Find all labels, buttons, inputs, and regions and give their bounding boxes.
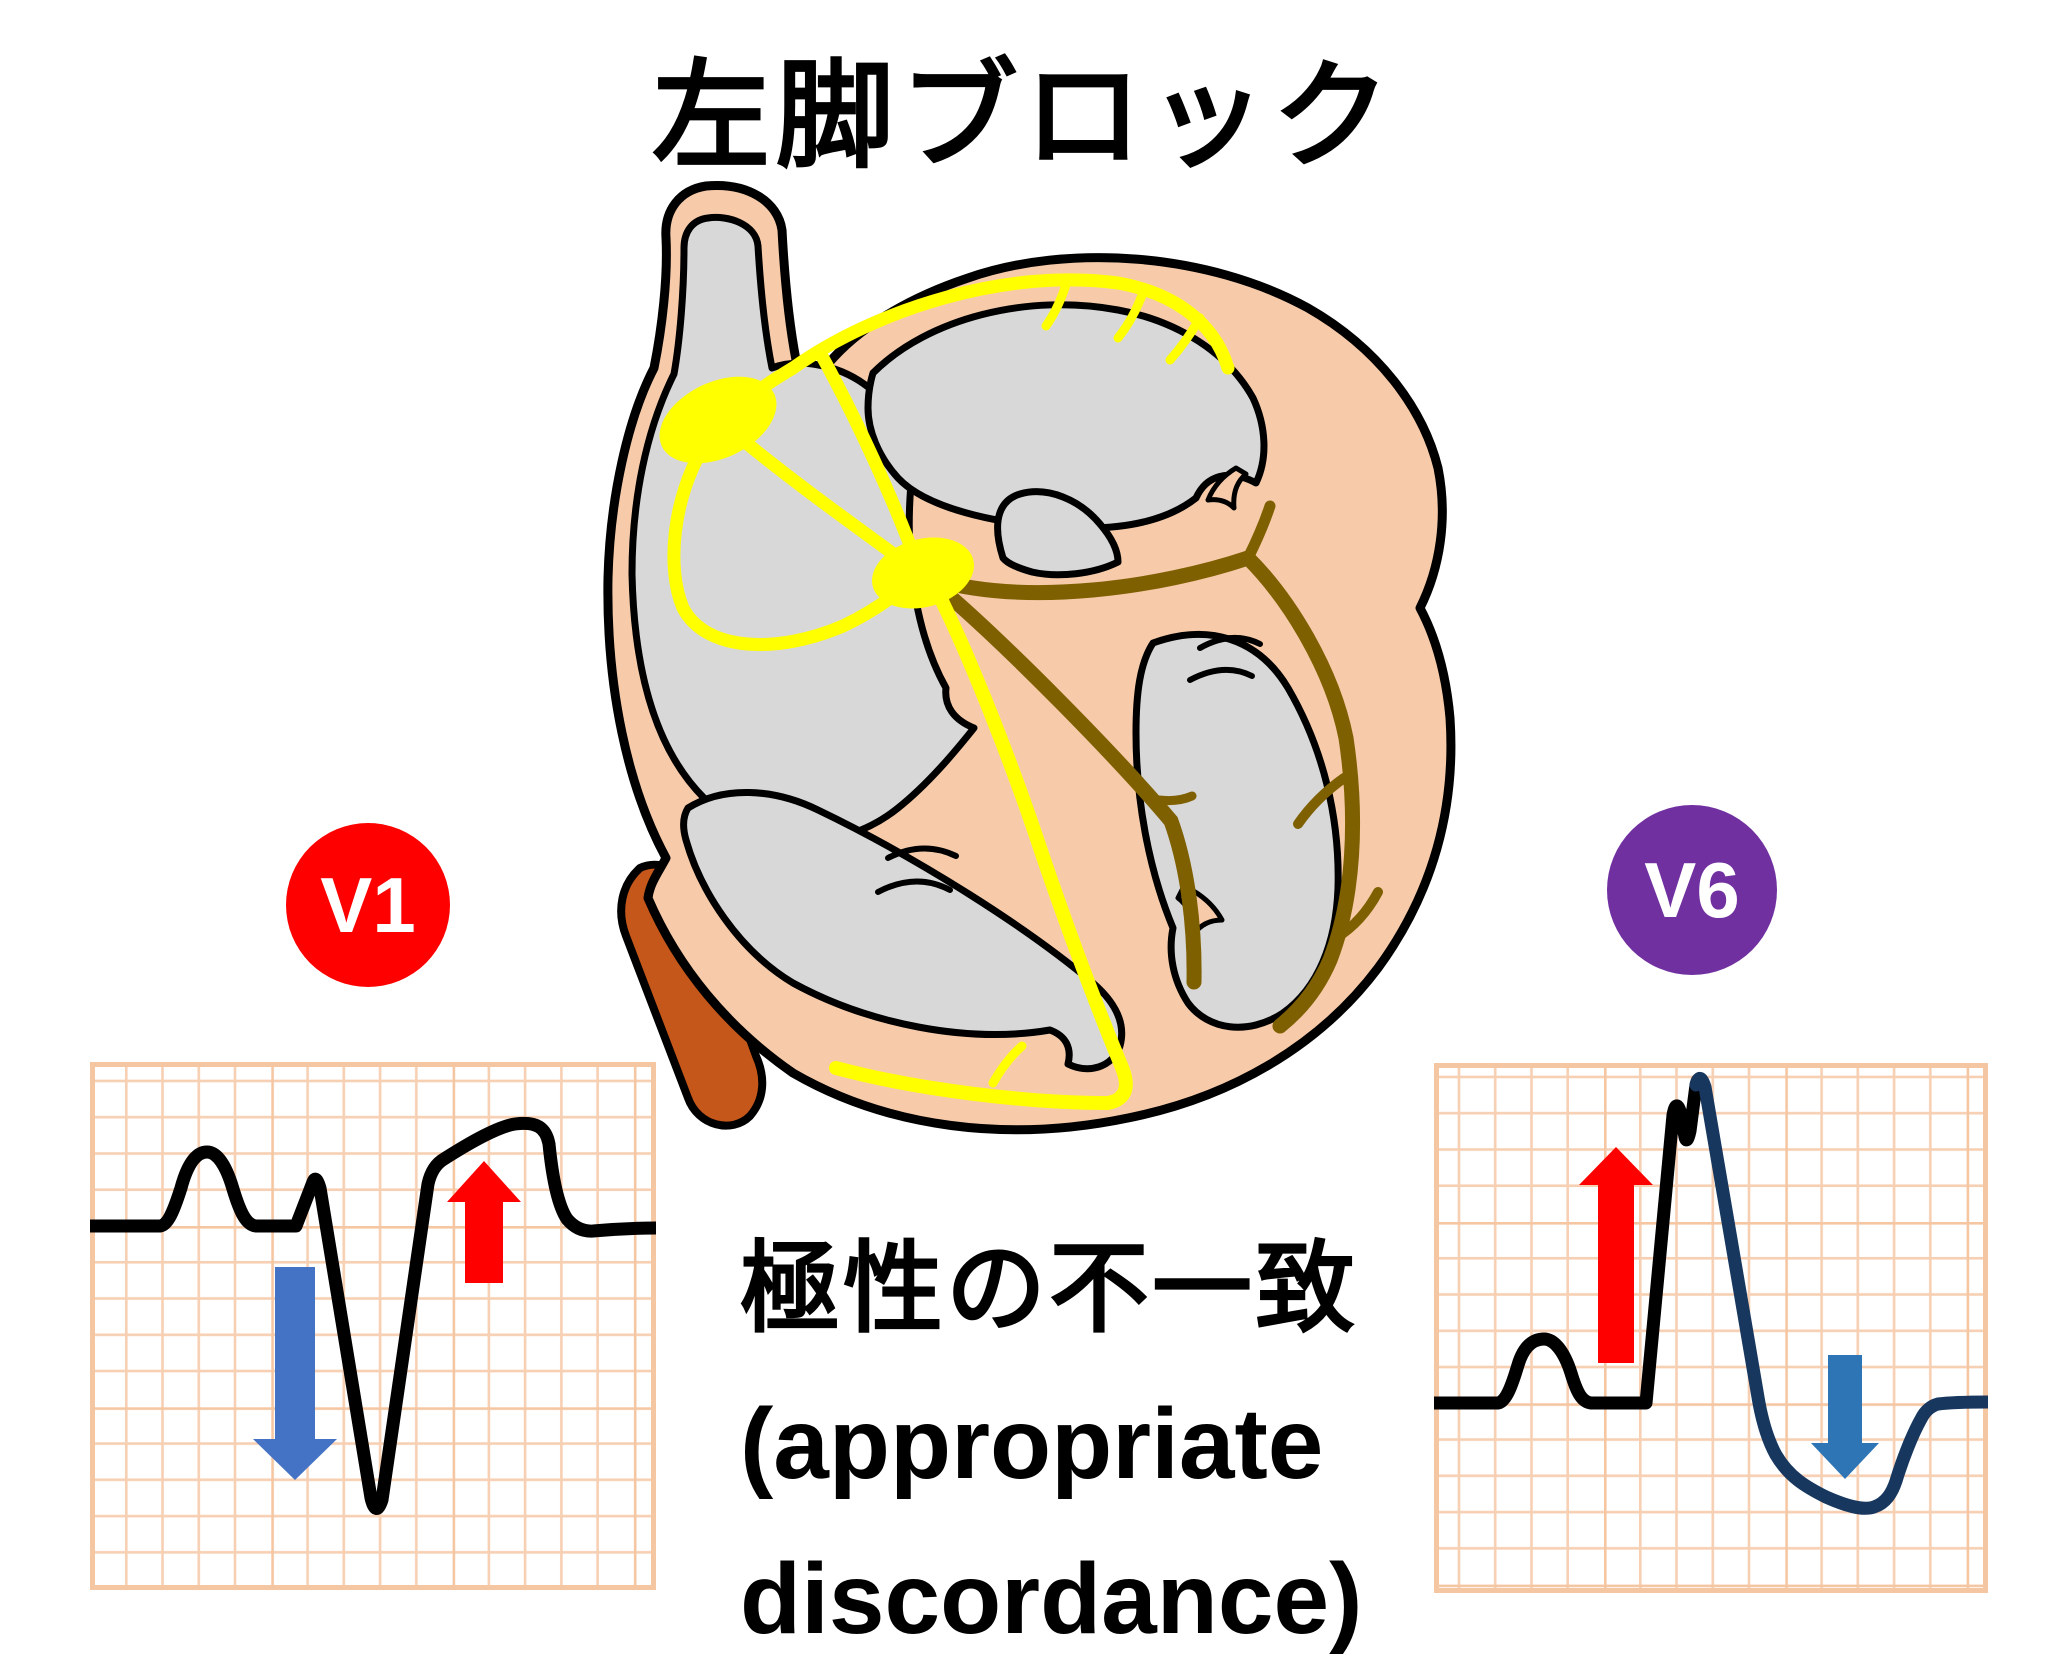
- caption-block: 極性の不一致 (appropriate discordance): [740, 1212, 1362, 1677]
- lead-badge-v6: V6: [1607, 805, 1777, 975]
- conduction-system-active: [667, 273, 1235, 1111]
- lead-label-v6: V6: [1644, 845, 1740, 934]
- valve-details: [875, 634, 1263, 895]
- down-arrow-icon: [1811, 1355, 1879, 1479]
- down-arrow-icon: [253, 1267, 337, 1480]
- ecg-strip-v6: [1434, 1063, 1988, 1593]
- ecg-trace-v6-terminal: [1689, 1072, 1988, 1515]
- up-arrow-icon: [447, 1161, 521, 1283]
- ecg-strip-v1: [90, 1062, 656, 1590]
- sa-node: [659, 376, 777, 464]
- right-ventricle-chamber: [680, 789, 1126, 1073]
- left-bundle-branch-blocked: [928, 500, 1383, 1034]
- lv-outflow-chamber: [994, 488, 1122, 579]
- ecg-grid-border-v6: [1434, 1063, 1988, 1593]
- heart-conduction-illustration: [603, 180, 1456, 1135]
- caption-line-english-1: (appropriate: [740, 1388, 1324, 1500]
- caption-line-english-2: discordance): [740, 1543, 1363, 1655]
- av-node: [872, 537, 974, 609]
- up-arrow-icon: [1579, 1147, 1653, 1363]
- lead-badge-v1: V1: [286, 823, 450, 987]
- caption-line-japanese: 極性の不一致: [740, 1233, 1358, 1345]
- ecg-trace-v6-initial: [1434, 1073, 1708, 1410]
- left-atrium-chamber: [864, 301, 1268, 532]
- lbbb-diagram: 左脚ブロック: [90, 51, 1988, 1655]
- lead-label-v1: V1: [320, 860, 416, 949]
- page-title: 左脚ブロック: [651, 51, 1396, 183]
- ecg-trace-v1: [90, 1116, 656, 1515]
- ecg-grid-border-v1: [90, 1062, 656, 1590]
